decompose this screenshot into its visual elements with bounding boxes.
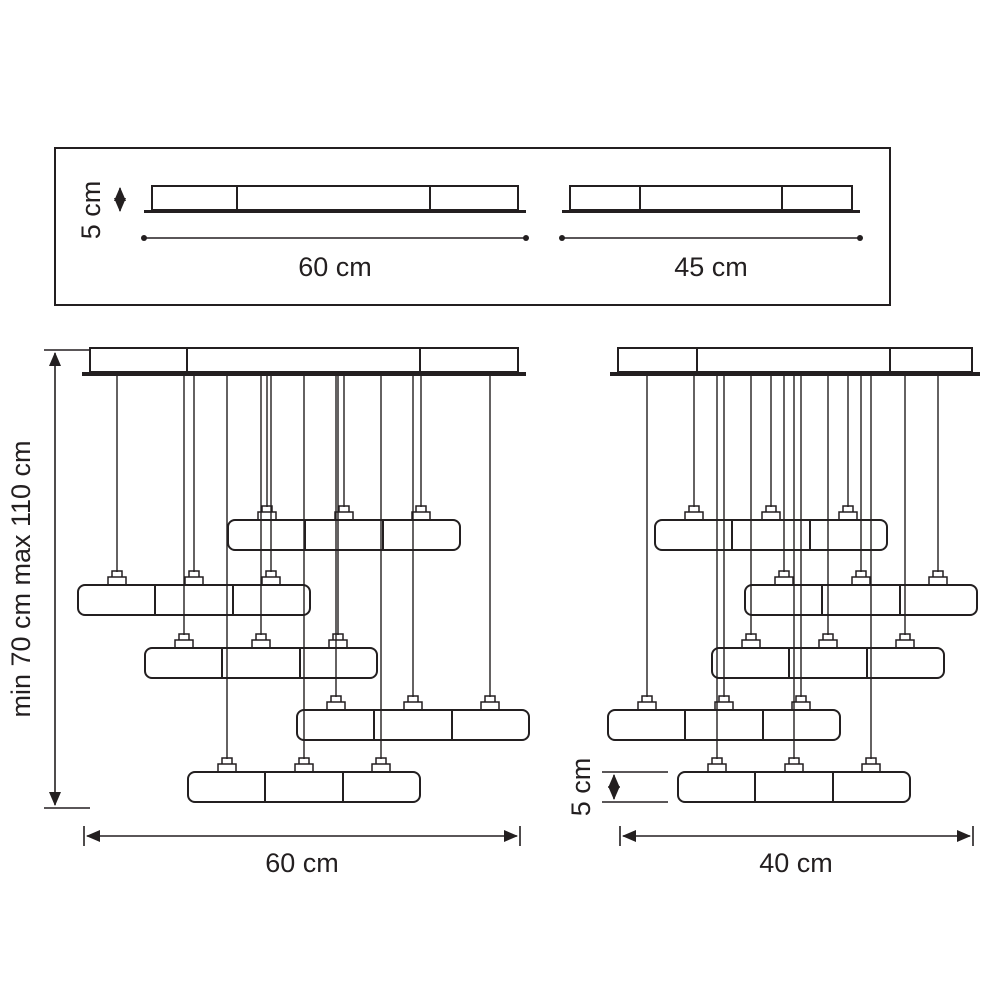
lamp-bar bbox=[745, 571, 977, 615]
right-pendant-fixture: 5 cm 40 cm bbox=[566, 347, 980, 878]
left-width-dimension: 60 cm bbox=[83, 826, 521, 878]
right-width-label: 40 cm bbox=[759, 848, 833, 878]
right-width-dimension: 40 cm bbox=[619, 826, 974, 878]
drop-height-label: min 70 cm max 110 cm bbox=[6, 440, 36, 717]
mounting-plate-60 bbox=[144, 185, 526, 213]
plate-thickness-dimension: 5 cm bbox=[76, 181, 126, 240]
lamp-bar bbox=[188, 758, 420, 802]
panel-frame bbox=[54, 147, 891, 306]
right-canopy bbox=[610, 347, 980, 376]
left-width-label: 60 cm bbox=[265, 848, 339, 878]
plate-45-width-dimension: 45 cm bbox=[559, 235, 863, 282]
lamp-bar bbox=[78, 571, 310, 615]
lamp-bar bbox=[712, 634, 944, 678]
mounting-plate-45 bbox=[562, 185, 860, 213]
lamp-bar bbox=[655, 506, 887, 550]
lamp-bar bbox=[297, 696, 529, 740]
plate-thickness-label: 5 cm bbox=[76, 181, 106, 240]
lamp-bar bbox=[678, 758, 910, 802]
drop-height-dimension: min 70 cm max 110 cm bbox=[6, 349, 90, 809]
mounting-plates-panel: 60 cm 45 cm 5 cm bbox=[54, 147, 891, 306]
right-fixture-wires bbox=[646, 376, 939, 759]
plate-60-width-dimension: 60 cm bbox=[141, 235, 529, 282]
left-pendant-fixture: min 70 cm max 110 cm 60 cm bbox=[6, 347, 529, 878]
left-fixture-wires bbox=[116, 376, 491, 759]
plate-45-width-label: 45 cm bbox=[674, 252, 748, 282]
left-canopy bbox=[82, 347, 526, 376]
lamp-bar bbox=[145, 634, 377, 678]
shade-height-label: 5 cm bbox=[566, 758, 596, 817]
lamp-bar bbox=[608, 696, 840, 740]
lamp-bar bbox=[228, 506, 460, 550]
shade-height-dimension: 5 cm bbox=[566, 758, 668, 817]
plate-60-width-label: 60 cm bbox=[298, 252, 372, 282]
